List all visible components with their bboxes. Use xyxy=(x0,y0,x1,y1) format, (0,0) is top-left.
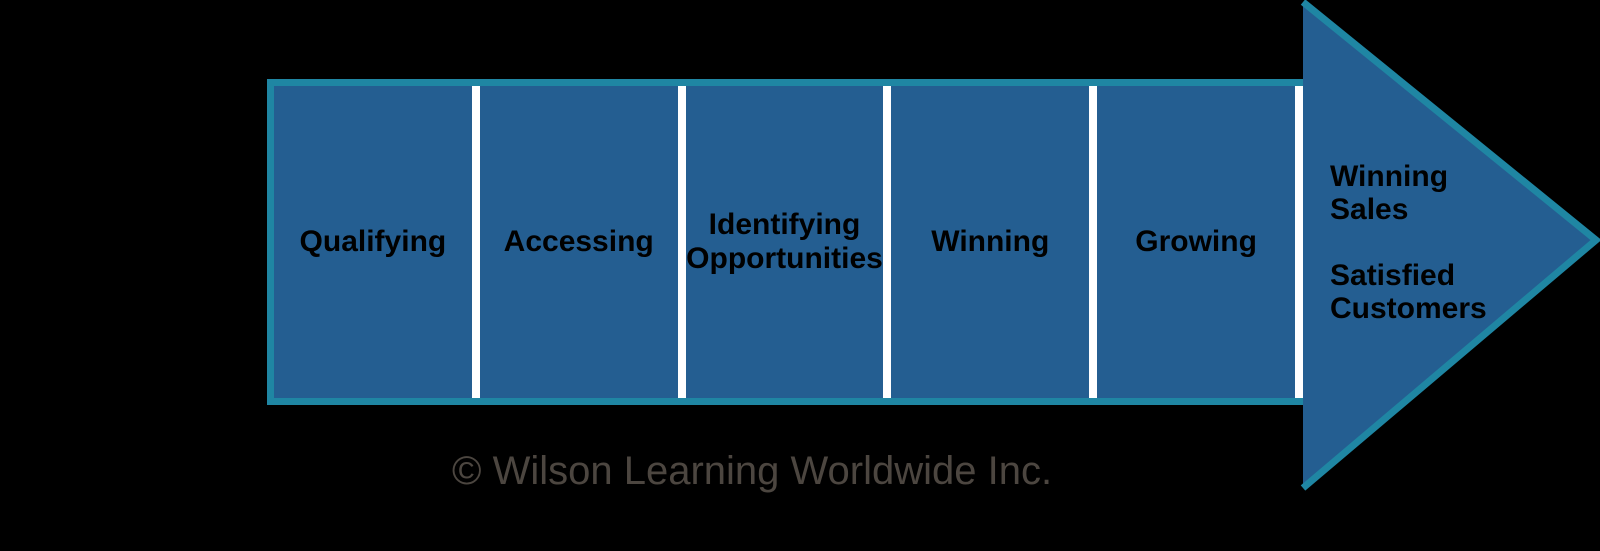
arrow-shaft: Qualifying Accessing Identifying Opportu… xyxy=(267,79,1303,405)
stage-accessing: Accessing xyxy=(480,86,678,398)
outcome-winning-sales: Winning Sales xyxy=(1330,160,1449,226)
stage-divider xyxy=(677,86,686,398)
arrow-head-icon xyxy=(1300,0,1600,491)
stage-winning: Winning xyxy=(891,86,1089,398)
stage-label: Growing xyxy=(1135,225,1257,258)
stage-divider xyxy=(883,86,892,398)
stage-divider xyxy=(471,86,480,398)
stage-qualifying: Qualifying xyxy=(274,86,472,398)
stage-label: Qualifying xyxy=(299,225,447,258)
copyright-text: © Wilson Learning Worldwide Inc. xyxy=(452,449,1053,493)
stage-growing: Growing xyxy=(1097,86,1295,398)
stage-identifying-opportunities: Identifying Opportunities xyxy=(686,86,884,398)
outcome-satisfied-customers: Satisfied Customers xyxy=(1330,259,1487,325)
stage-divider xyxy=(1089,86,1098,398)
arrow-head-outcomes: Winning Sales Satisfied Customers xyxy=(1330,160,1487,325)
stage-label: Winning xyxy=(931,225,1050,258)
stage-label: Accessing xyxy=(503,225,654,258)
stage-divider xyxy=(1294,86,1303,398)
stage-label: Identifying Opportunities xyxy=(686,208,883,275)
